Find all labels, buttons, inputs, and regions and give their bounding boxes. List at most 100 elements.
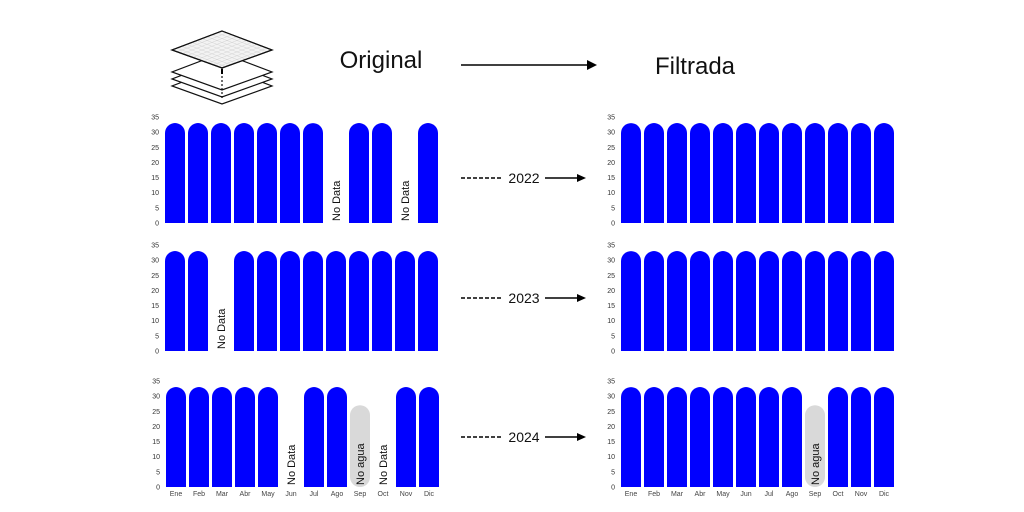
no-data-label: No Data [400, 180, 412, 221]
bar [828, 387, 848, 487]
bar [828, 123, 848, 223]
bar [644, 387, 664, 487]
y-tick-label: 15 [151, 175, 159, 182]
bar [349, 123, 369, 223]
y-tick-label: 25 [607, 409, 615, 416]
bar [713, 251, 733, 351]
month-label: Sep [354, 491, 367, 498]
main-arrow [461, 60, 597, 70]
month-label: Jun [285, 491, 296, 498]
y-tick-label: 35 [151, 115, 159, 122]
y-tick-label: 0 [611, 349, 615, 356]
no-data-label: No Data [216, 308, 228, 349]
bar [419, 387, 439, 487]
y-tick-label: 20 [151, 160, 159, 167]
bar [165, 123, 185, 223]
month-label: Nov [855, 491, 868, 498]
bar [349, 251, 369, 351]
year-label: 2023 [508, 290, 539, 306]
y-tick-label: 20 [151, 288, 159, 295]
y-tick-label: 35 [607, 243, 615, 250]
y-tick-label: 5 [155, 333, 159, 340]
bar [280, 123, 300, 223]
bar [189, 387, 209, 487]
month-label: Ene [625, 491, 638, 498]
bar [304, 387, 324, 487]
y-tick-label: 15 [607, 439, 615, 446]
month-label: Jul [310, 491, 319, 498]
month-label: Jun [740, 491, 751, 498]
bar [828, 251, 848, 351]
bar [759, 251, 779, 351]
bar [690, 123, 710, 223]
y-tick-label: 25 [152, 409, 160, 416]
month-label: Sep [809, 491, 822, 498]
y-tick-label: 20 [607, 424, 615, 431]
bar [874, 251, 894, 351]
y-tick-label: 10 [152, 454, 160, 461]
y-tick-label: 20 [152, 424, 160, 431]
y-tick-label: 30 [607, 394, 615, 401]
y-tick-label: 30 [607, 258, 615, 265]
no-data-label: No Data [378, 444, 390, 485]
y-tick-label: 15 [152, 439, 160, 446]
month-label: Mar [671, 491, 684, 498]
bar [280, 251, 300, 351]
no-data-label: No Data [286, 444, 298, 485]
year-arrow-2024: 2024 [461, 429, 586, 445]
bar [667, 123, 687, 223]
y-tick-label: 25 [607, 145, 615, 152]
bar [621, 123, 641, 223]
year-arrow-2023: 2023 [461, 290, 586, 306]
y-tick-label: 20 [607, 160, 615, 167]
bar [165, 251, 185, 351]
y-tick-label: 10 [607, 190, 615, 197]
y-tick-label: 5 [611, 469, 615, 476]
y-tick-label: 25 [607, 273, 615, 280]
bar [690, 251, 710, 351]
no-water-bar [805, 405, 825, 487]
bar [874, 123, 894, 223]
y-tick-label: 15 [151, 303, 159, 310]
bar [303, 123, 323, 223]
bar [713, 123, 733, 223]
bar [234, 123, 254, 223]
bar [736, 123, 756, 223]
bar [759, 123, 779, 223]
bar [851, 251, 871, 351]
bar [805, 123, 825, 223]
bar [644, 123, 664, 223]
bar [667, 387, 687, 487]
month-label: Jul [765, 491, 774, 498]
bar [782, 387, 802, 487]
no-data-label: No Data [331, 180, 343, 221]
month-label: Abr [695, 491, 707, 498]
no-water-label: No agua [810, 443, 822, 485]
y-tick-label: 35 [607, 379, 615, 386]
bar [234, 251, 254, 351]
y-tick-label: 0 [156, 485, 160, 492]
month-label: Ago [331, 491, 344, 498]
bar [257, 123, 277, 223]
bar [621, 387, 641, 487]
y-tick-label: 30 [151, 130, 159, 137]
bar [166, 387, 186, 487]
bar [805, 251, 825, 351]
month-label: Oct [833, 491, 844, 498]
y-tick-label: 35 [152, 379, 160, 386]
month-label: May [716, 491, 730, 498]
month-label: Dic [424, 491, 435, 498]
bar [395, 251, 415, 351]
bar [667, 251, 687, 351]
y-tick-label: 30 [152, 394, 160, 401]
bar [736, 251, 756, 351]
bar [418, 123, 438, 223]
bar [621, 251, 641, 351]
y-tick-label: 15 [607, 175, 615, 182]
y-tick-label: 35 [151, 243, 159, 250]
bar [782, 123, 802, 223]
bar [211, 123, 231, 223]
bar [418, 251, 438, 351]
